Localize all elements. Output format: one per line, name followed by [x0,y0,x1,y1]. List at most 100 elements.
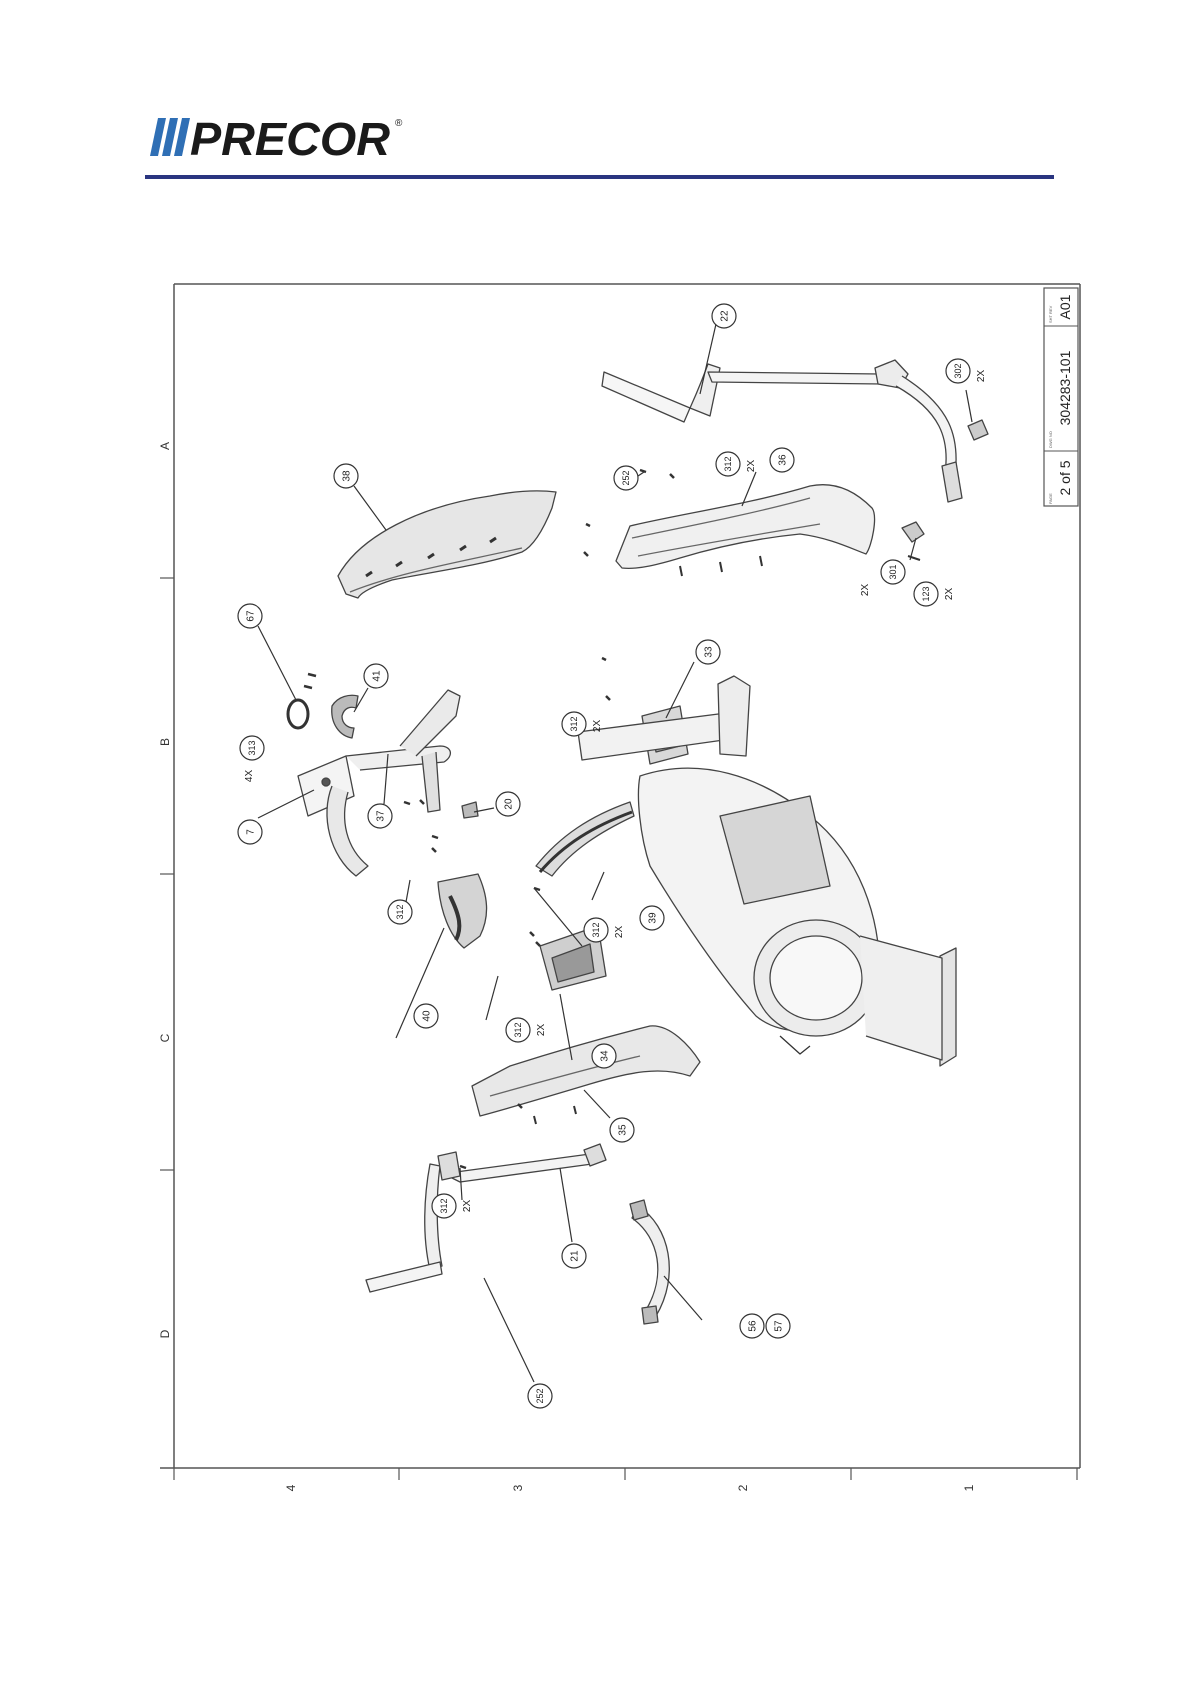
qty-313: 4X [244,770,255,783]
row-zone-a: A [160,442,172,450]
callout-38: 38 [334,464,358,488]
header-rule [145,175,1054,179]
drawing-frame [160,284,1080,1468]
svg-text:301: 301 [888,564,898,579]
callout-40: 40 [414,1004,438,1028]
callout-301: 301 [881,560,905,584]
qty-301: 2X [860,584,871,597]
qty-123: 2X [944,588,955,601]
callout-313: 313 [240,736,264,760]
callout-312-c: 312 [388,900,412,924]
callout-67: 67 [238,604,262,628]
svg-text:33: 33 [704,646,715,658]
col-zone-2: 2 [736,1484,750,1491]
callout-312-e: 312 [506,1018,530,1042]
callout-312-f: 312 [432,1194,456,1218]
callout-20: 20 [496,792,520,816]
hose-56-57 [632,1206,669,1316]
callout-36: 36 [770,448,794,472]
callout-312-d: 312 [584,918,608,942]
row-zone-b: B [160,738,172,746]
callout-302: 302 [946,359,970,383]
svg-text:39: 39 [648,912,659,924]
svg-text:302: 302 [953,363,963,378]
parts-line-art [288,360,988,1324]
svg-text:38: 38 [342,470,353,482]
bracket-assembly-7-37 [298,690,460,876]
clip-41 [332,695,358,738]
shroud-38 [338,491,556,598]
qty-312-f: 2X [462,1200,473,1213]
lower-handlebar-21 [366,1144,606,1292]
svg-text:20: 20 [504,798,515,810]
frame-cover-35 [472,1026,700,1116]
page-value: 2 of 5 [1057,460,1073,495]
col-zone-1: 1 [962,1484,976,1491]
svg-text:312: 312 [591,922,601,937]
revision-label: SHT REV [1048,305,1053,323]
callout-22: 22 [712,304,736,328]
svg-text:252: 252 [621,470,631,485]
col-zone-3: 3 [511,1484,525,1491]
svg-text:252: 252 [535,1388,545,1403]
svg-text:313: 313 [247,740,257,755]
callout-56: 56 [740,1314,764,1338]
svg-text:7: 7 [246,829,257,835]
qty-302: 2X [976,370,987,383]
svg-text:123: 123 [921,586,931,601]
svg-text:36: 36 [778,454,789,466]
svg-text:312: 312 [569,716,579,731]
page-label: PAGE [1048,493,1053,504]
bracket-20 [462,802,478,818]
svg-text:41: 41 [372,670,383,682]
callout-252-lower: 252 [528,1384,552,1408]
qty-312-a: 2X [746,460,757,473]
svg-text:22: 22 [720,310,731,322]
callout-21: 21 [562,1244,586,1268]
callout-252-upper: 252 [614,466,638,490]
svg-text:35: 35 [618,1124,629,1136]
registered-mark: ® [395,118,403,129]
frame-cover-39 [536,802,634,876]
drawing-number-label: DWG NO [1048,431,1053,448]
callout-312-a: 312 [716,452,740,476]
callout-7: 7 [238,820,262,844]
svg-text:34: 34 [600,1050,611,1062]
revision-value: A01 [1057,294,1073,319]
svg-text:312: 312 [723,456,733,471]
row-zone-c: C [160,1033,172,1042]
svg-text:57: 57 [774,1320,785,1332]
callout-123: 123 [914,582,938,606]
callout-57: 57 [766,1314,790,1338]
cover-40 [438,874,487,948]
column-zone-marks [174,1468,1077,1480]
ring-67 [288,700,308,728]
row-zone-d: D [160,1329,172,1338]
exploded-parts-drawing: A B C D 4 3 2 1 SHT REV A01 DWG NO 30428… [160,276,1090,1496]
col-zone-4: 4 [284,1484,298,1491]
callout-39: 39 [640,906,664,930]
bracket-301 [902,522,924,542]
logo-stripes [150,118,190,156]
row-zone-marks [160,578,174,1170]
qty-312-b: 2X [592,720,603,733]
qty-312-d: 2X [614,926,625,939]
logo-wordmark: PRECOR [190,113,390,162]
callout-312-b: 312 [562,712,586,736]
svg-text:312: 312 [513,1022,523,1037]
main-frame-body [578,676,956,1066]
svg-text:312: 312 [439,1198,449,1213]
callout-34: 34 [592,1044,616,1068]
callout-35: 35 [610,1118,634,1142]
callout-41: 41 [364,664,388,688]
qty-312-e: 2X [536,1024,547,1037]
svg-text:40: 40 [422,1010,433,1022]
svg-text:21: 21 [570,1250,581,1262]
svg-text:312: 312 [395,904,405,919]
callout-37: 37 [368,804,392,828]
svg-text:37: 37 [376,810,387,822]
precor-logo: PRECOR ® [148,112,408,162]
title-block: SHT REV A01 DWG NO 304283-101 PAGE 2 of … [1044,288,1078,506]
svg-text:56: 56 [748,1320,759,1332]
svg-text:67: 67 [246,610,257,622]
